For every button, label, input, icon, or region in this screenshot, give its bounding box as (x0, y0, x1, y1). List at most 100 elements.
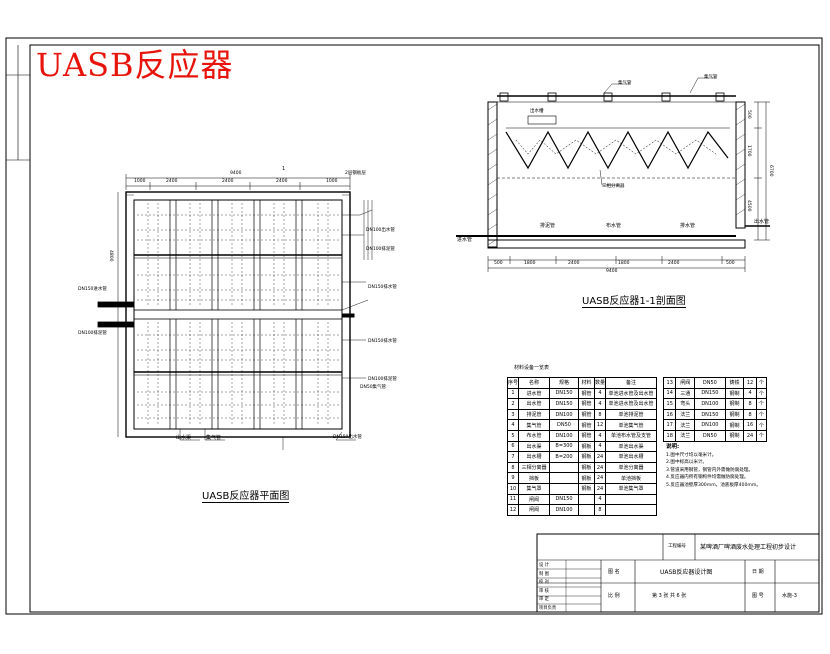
plan-label-l2: DN100排泥管 (78, 331, 107, 336)
title-block-frame (536, 533, 820, 613)
table-cell: 铸铁 (724, 377, 745, 389)
table-cell: DN150 (549, 398, 580, 410)
table-cell: 弯头 (675, 398, 696, 410)
tb-drawing-name-label: 图 名 (608, 569, 620, 575)
plan-label-b2: 集气管 (206, 435, 222, 441)
plan-label-r2: DN100出水管 (366, 228, 395, 233)
plan-dim-1: 1000 (134, 179, 146, 184)
tb-role: 校 对 (539, 580, 549, 586)
plan-label-r6: DN100排泥管 (368, 377, 397, 382)
table-cell: 4 (594, 440, 607, 453)
tb-project-code: 工程编号 (668, 544, 686, 549)
note-item: 2.图中标高以米计。 (666, 460, 708, 465)
section-dim-height: 6700 (768, 165, 773, 177)
table-cell: 5 (506, 429, 520, 442)
table-cell: 进水管 (518, 387, 551, 400)
table-cell: 闸阀 (518, 493, 551, 506)
table-cell: 钢管 (578, 419, 596, 431)
plan-section-marker: 1 (282, 166, 286, 172)
table-cell: 17 (662, 419, 677, 431)
table-cell: 4 (594, 387, 607, 400)
plan-label-b1: 出水渠 (176, 435, 192, 441)
tb-number-value: 水施-3 (782, 593, 797, 599)
table-cell: 16 (743, 419, 757, 431)
table-header: 序号 名称 规格 材料 数量 备注 (506, 377, 657, 389)
plan-dim-2: 2400 (166, 179, 178, 184)
table-cell: 8 (506, 461, 520, 474)
note-item: 5.反应器池壁厚300mm，池底板厚400mm。 (666, 482, 761, 488)
table-cell: 12 (506, 504, 520, 516)
table-cell: 钢板 (578, 461, 596, 474)
notes-heading: 说明: (666, 444, 680, 450)
tb-roles: 设 计 制 图 校 对 审 核 审 定 项目负责 (539, 562, 556, 614)
table-cell: DN100 (694, 419, 726, 431)
table-cell: 个 (755, 419, 768, 431)
table-cell: 钢管 (578, 408, 596, 421)
plan-dim-total: 9400 (230, 171, 242, 176)
header-cell: 序号 (506, 377, 520, 389)
table-cell: DN150 (549, 387, 580, 400)
table-cell: 个 (755, 408, 768, 421)
plan-dim-4: 2400 (276, 179, 288, 184)
table-cell: DN150 (694, 408, 726, 421)
table-cell: 个 (755, 377, 768, 389)
section-caption: UASB反应器1-1剖面图 (582, 292, 686, 308)
table-cell (605, 493, 657, 506)
table-cell: 法兰 (675, 429, 696, 442)
section-label-pipe-3: 排水管 (680, 223, 696, 229)
table-cell: 18 (662, 429, 677, 442)
table-cell (578, 493, 596, 506)
plan-dim-5: 1000 (326, 179, 338, 184)
table-cell: DN100 (549, 504, 580, 516)
table-cell: 24 (594, 482, 607, 495)
table-cell: 钢板 (578, 482, 596, 495)
section-label-overflow: 出水槽 (530, 109, 544, 114)
table-cell: 钢板 (578, 472, 596, 484)
plan-caption: UASB反应器平面图 (202, 487, 290, 503)
table-cell: 排泥管 (518, 408, 551, 421)
table-cell (549, 472, 580, 484)
table-cell: 钢管 (578, 387, 596, 400)
table-cell: 法兰 (675, 408, 696, 421)
table-cell: 法兰 (675, 419, 696, 431)
table-cell: 2 (506, 398, 520, 410)
plan-label-r1: 2层钢板层 (345, 171, 366, 176)
table-cell: 24 (594, 461, 607, 474)
table-cell: 钢板 (578, 440, 596, 453)
table-cell: 单池出水槽 (605, 451, 657, 463)
table-cell: 挡板 (518, 472, 551, 484)
table-cell: 8 (743, 408, 757, 421)
table-cell: 钢制 (724, 398, 745, 410)
section-dim-1: 500 (494, 261, 503, 266)
tb-drawing-name: UASB反应器设计图 (660, 569, 713, 576)
notes-block: 说明: 1.图中尺寸均以毫米计。 2.图中标高以米计。 3.管道采用钢管，钢管内… (666, 444, 761, 489)
table-cell: 布水管 (518, 429, 551, 442)
table-cell: 钢制 (724, 387, 745, 400)
table-cell: 出水槽 (518, 451, 551, 463)
table-cell: 个 (755, 398, 768, 410)
section-dim-4: 1800 (618, 261, 630, 266)
table-cell: 16 (662, 408, 677, 421)
plan-label-l1: DN150进水管 (78, 287, 107, 292)
table-cell: DN50 (694, 377, 726, 389)
table-cell: DN50 (549, 419, 580, 431)
table-cell: 4 (594, 429, 607, 442)
plan-dim-3: 2400 (222, 179, 234, 184)
table-cell: 7 (506, 451, 520, 463)
section-label-separator: 三相分离器 (602, 184, 625, 189)
table-cell: DN100 (549, 429, 580, 442)
tb-scale-label: 比 例 (608, 593, 620, 599)
table-cell: 闸阀 (675, 377, 696, 389)
table-cell: 闸阀 (518, 504, 551, 516)
note-item: 4.反应器内所有钢构件均需做防腐处理。 (666, 475, 749, 480)
table-cell: 3 (506, 408, 520, 421)
table-cell: 单池进水管及出水管 (605, 398, 657, 410)
table-cell: 单池集气罩 (605, 482, 657, 495)
plan-label-b3: DN150出水管 (333, 435, 362, 440)
